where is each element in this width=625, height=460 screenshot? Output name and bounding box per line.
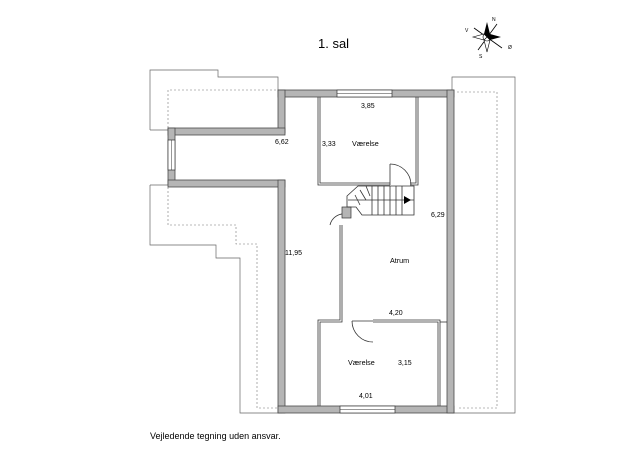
dim-atrium-width: 4,20 bbox=[389, 310, 403, 317]
roof-dash-upper-left bbox=[167, 89, 278, 128]
dim-right-length: 6,29 bbox=[431, 212, 445, 219]
roof-outline-upper-left bbox=[149, 69, 279, 130]
door-arc-bottom-bedroom bbox=[351, 320, 374, 343]
dim-left-upper: 6,62 bbox=[275, 139, 289, 146]
dim-bottom-width: 4,01 bbox=[359, 393, 373, 400]
drawing-title: 1. sal bbox=[318, 36, 350, 51]
staircase bbox=[341, 185, 415, 219]
roof-outline-right bbox=[451, 76, 516, 414]
compass-north-label: N bbox=[492, 17, 496, 23]
stair-direction-arrow bbox=[404, 196, 411, 204]
roof-outlines bbox=[149, 69, 516, 414]
wall-annex-bottom bbox=[167, 179, 286, 188]
compass-south-label: S bbox=[479, 54, 483, 60]
room-label-top-bedroom: Værelse bbox=[352, 139, 379, 148]
dim-top-width: 3,85 bbox=[361, 103, 375, 110]
wall-right bbox=[446, 89, 455, 414]
wall-top-bedroom-left bbox=[317, 97, 390, 186]
disclaimer-text: Vejledende tegning uden ansvar. bbox=[150, 431, 281, 441]
roof-outline-lower-left bbox=[149, 185, 282, 414]
wall-annex-top bbox=[167, 127, 286, 136]
dim-bottom-room-depth: 3,15 bbox=[398, 360, 412, 367]
door-arc-top-bedroom bbox=[389, 163, 412, 186]
roof-dash-right bbox=[457, 91, 498, 409]
windows bbox=[167, 89, 396, 414]
compass-icon: N S Ø V bbox=[465, 17, 512, 60]
dim-top-room-depth: 3,33 bbox=[322, 141, 336, 148]
wall-top-bedroom-right bbox=[410, 97, 419, 186]
wall-bottom-bedroom bbox=[373, 319, 441, 406]
room-label-atrium: Atrum bbox=[390, 256, 409, 265]
compass-east-label: Ø bbox=[508, 45, 512, 51]
roof-dash-lower-left bbox=[167, 187, 282, 409]
compass-west-label: V bbox=[465, 28, 469, 34]
interior-walls bbox=[317, 97, 447, 406]
wall-left-top bbox=[277, 89, 286, 134]
stair-post bbox=[341, 206, 352, 219]
wall-left-bottom bbox=[277, 179, 286, 414]
room-label-bottom-bedroom: Værelse bbox=[348, 358, 375, 367]
dim-left-length: 11,95 bbox=[285, 250, 302, 257]
wall-central-left bbox=[317, 225, 341, 406]
